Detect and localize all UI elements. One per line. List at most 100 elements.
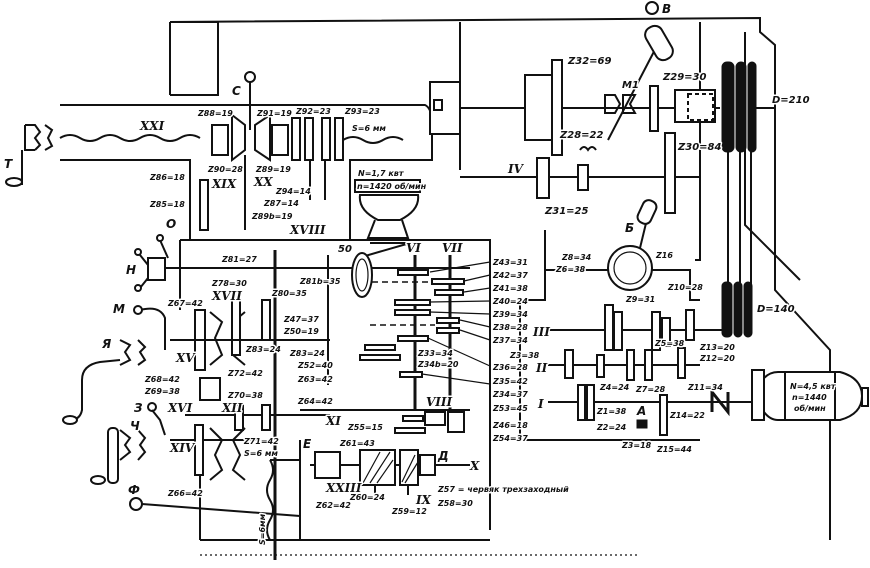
- label-m: М: [113, 302, 125, 316]
- label-ya: Я: [101, 337, 111, 351]
- label-z13: Z13=20: [699, 343, 735, 352]
- label-z82: Z83=24: [245, 345, 281, 354]
- label-z80: Z80=35: [271, 289, 307, 298]
- label-z62: Z62=42: [315, 501, 351, 510]
- handwheel-ya[interactable]: [62, 415, 78, 425]
- label-z38: Z38=28: [492, 323, 528, 332]
- label-left-pitch: S=6 мм: [244, 449, 278, 458]
- label-x: X: [469, 459, 480, 473]
- label-lever-b2: Б: [625, 221, 634, 235]
- belt-drive: [721, 61, 775, 338]
- label-z55: Z55=15: [347, 423, 383, 432]
- label-xxiii: XXIII: [325, 481, 362, 495]
- label-xi: XI: [325, 414, 341, 428]
- label-worm-wheel: 50: [338, 244, 352, 255]
- label-xix: XIX: [211, 177, 237, 191]
- label-z32: Z32=69: [567, 56, 612, 67]
- label-z4: Z4=24: [599, 383, 630, 392]
- label-xxi: XXI: [139, 119, 165, 133]
- label-vii: VII: [442, 241, 463, 255]
- label-z78: Z78=30: [211, 279, 247, 288]
- pulley-bottom: [721, 281, 733, 338]
- label-z89b: Z89b=19: [251, 212, 293, 221]
- label-z66: Z66=42: [167, 489, 203, 498]
- label-z7: Z7=28: [635, 385, 666, 394]
- label-shaft-ii: II: [535, 361, 548, 375]
- label-z11: Z11=34: [687, 383, 723, 392]
- label-z42: Z42=37: [492, 271, 528, 280]
- label-z50: Z50=19: [283, 327, 319, 336]
- label-z5: Z3=38: [509, 351, 540, 360]
- label-z3: Z3=18: [621, 441, 652, 450]
- labels: Z32=69 M1 Z29=30 В Z28=22 IV Z31=25 Z30=…: [3, 1, 839, 547]
- label-z1: Z1=38: [596, 407, 627, 416]
- label-z68: Z68=42: [144, 375, 180, 384]
- clutch-m1: [604, 94, 622, 114]
- main-motor: [751, 369, 869, 421]
- label-shaft-i: I: [537, 397, 544, 411]
- label-xvi: XVI: [167, 401, 193, 415]
- label-t: Т: [4, 157, 13, 171]
- left-feed-box: [62, 234, 470, 560]
- label-z5b: Z5=38: [654, 339, 685, 348]
- label-z43: Z43=31: [492, 258, 528, 267]
- label-z83: Z83=24: [289, 349, 325, 358]
- label-z12: Z12=20: [699, 354, 735, 363]
- label-z70: Z70=38: [227, 391, 263, 400]
- label-ix: IX: [415, 493, 432, 507]
- label-z47: Z47=37: [283, 315, 319, 324]
- label-z34b: Z34b=20: [417, 360, 459, 369]
- label-z36: Z36=28: [492, 363, 528, 372]
- label-o: О: [166, 217, 176, 231]
- label-lever-b: В: [662, 2, 671, 16]
- motor-rpm-unit: об/мин: [794, 403, 826, 413]
- label-z39: Z39=34: [492, 310, 528, 319]
- worm-wheel-50: [351, 252, 373, 298]
- label-z86: Z86=18: [149, 173, 185, 182]
- label-z88: Z88=19: [197, 109, 233, 118]
- table-feed: [5, 71, 421, 239]
- label-z67: Z67=42: [167, 299, 203, 308]
- label-z41: Z41=38: [492, 284, 528, 293]
- label-z: З: [134, 401, 143, 415]
- feed-motor-power: N=1,7 квт: [358, 169, 405, 178]
- label-shaft-iv: IV: [507, 162, 525, 176]
- gear-z32: [551, 59, 563, 156]
- feed-box: [300, 242, 491, 495]
- handwheel-t[interactable]: [5, 177, 23, 187]
- label-z81b: Z81b=35: [299, 277, 341, 286]
- lever-f[interactable]: [129, 497, 143, 511]
- motor-power: N=4,5 квт: [790, 382, 837, 391]
- pulley-top: [721, 61, 735, 153]
- label-m1: M1: [622, 80, 639, 91]
- label-z6: Z6=38: [555, 265, 586, 274]
- label-table-pitch: S=6 мм: [352, 124, 386, 133]
- label-z89: Z89=19: [255, 165, 291, 174]
- motor-rpm: n=1440: [792, 393, 827, 402]
- feed-motor-rpm: n=1420 об/мин: [357, 181, 427, 191]
- label-z35: Z35=42: [492, 377, 528, 386]
- handwheel-ch[interactable]: [90, 475, 106, 485]
- label-z64: Z64=42: [297, 397, 333, 406]
- label-pulley-top: D=210: [772, 95, 810, 106]
- label-z57-worm: Z57 = червяк трехзаходный: [437, 485, 569, 494]
- label-z46: Z46=18: [492, 421, 528, 430]
- label-z14: Z14=22: [669, 411, 705, 420]
- label-z40: Z40=24: [492, 297, 528, 306]
- label-pulley-bottom: D=140: [757, 304, 795, 315]
- label-xvii: XVII: [211, 289, 242, 303]
- lead-screw-xxi: [59, 134, 201, 142]
- label-xviii: XVIII: [289, 223, 326, 237]
- label-z33: Z33=34: [417, 349, 453, 358]
- label-z53: Z53=45: [492, 404, 528, 413]
- label-z71: Z71=42: [243, 437, 279, 446]
- label-z90: Z90=28: [207, 165, 243, 174]
- label-xiv: XIV: [169, 441, 196, 455]
- label-z52: Z52=40: [297, 361, 333, 370]
- label-xii: XII: [221, 401, 243, 415]
- label-z28: Z28=22: [559, 130, 604, 141]
- label-z91: Z91=19: [256, 109, 292, 118]
- label-z69: Z69=38: [144, 387, 180, 396]
- label-z85: Z85=18: [149, 200, 185, 209]
- label-z61: Z61=43: [339, 439, 375, 448]
